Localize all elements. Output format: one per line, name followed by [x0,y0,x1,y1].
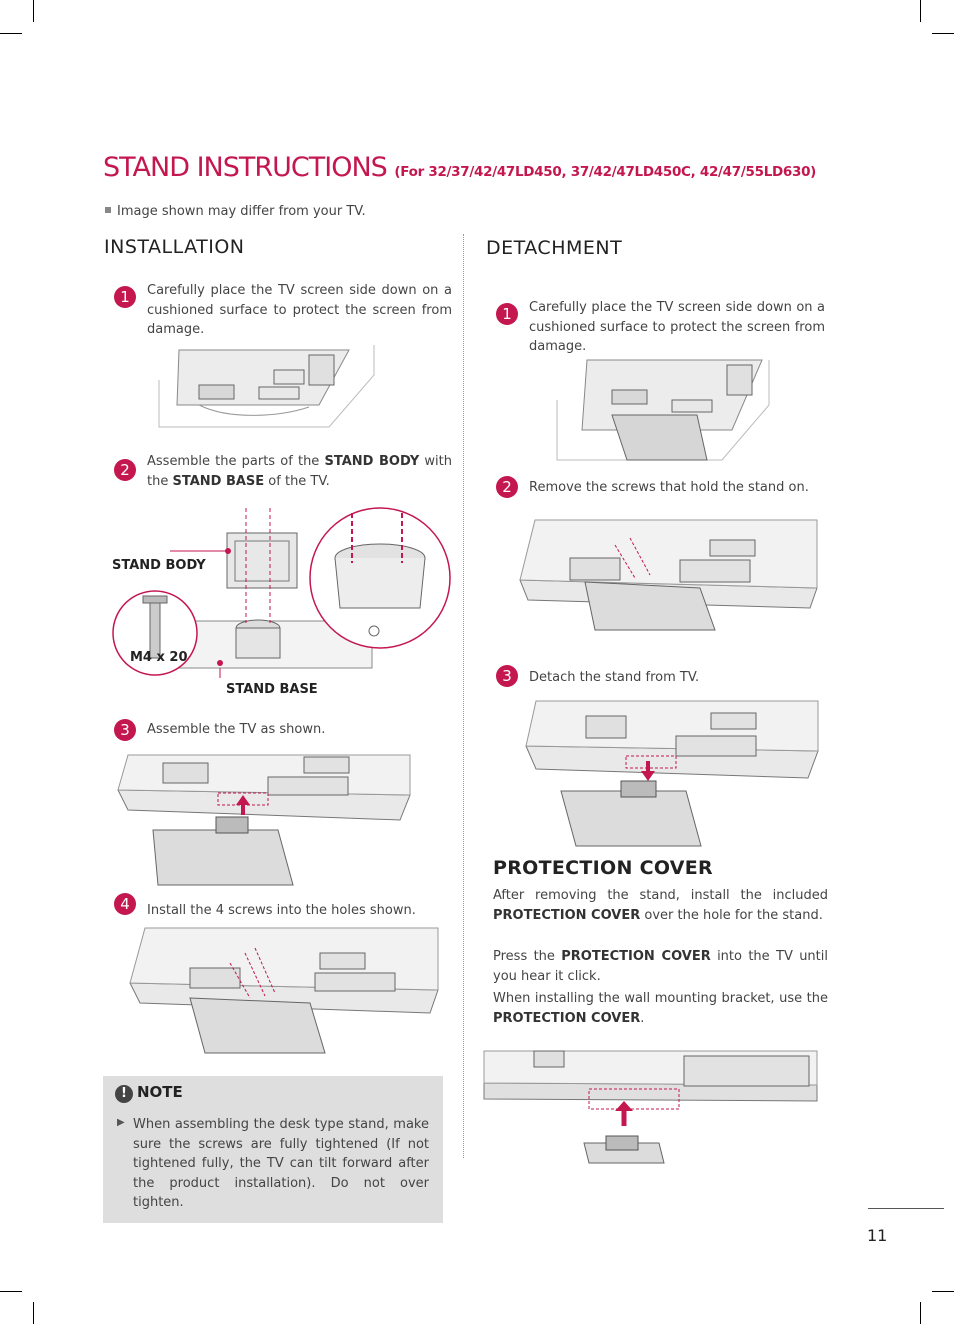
step-number: 3 [114,719,136,741]
crop-mark [932,33,954,34]
title-main: STAND INSTRUCTIONS [103,152,388,183]
protection-cover-p1: After removing the stand, install the in… [493,888,828,923]
protection-cover-heading: PROTECTION COVER [493,857,713,879]
stand-body-label: STAND BODY [112,558,206,573]
crop-mark [0,33,22,34]
screw-label: M4 x 20 [130,650,188,665]
step-number: 2 [114,459,136,481]
crop-mark [33,1302,34,1324]
protection-cover-p3: When installing the wall mounting bracke… [493,991,828,1026]
exclamation-icon: ! [115,1085,133,1103]
tv-detach-stand-illustration [525,700,819,847]
install-step-1-text: Carefully place the TV screen side down … [147,283,452,337]
note-text: When assembling the desk type stand, mak… [133,1117,429,1210]
step-number: 1 [496,303,518,325]
step-number: 4 [114,893,136,915]
crop-mark [932,1291,954,1292]
installation-heading: INSTALLATION [104,236,245,258]
arrow-right-icon: ▶ [117,1117,125,1128]
crop-mark [920,0,921,22]
detachment-heading: DETACHMENT [486,237,623,259]
tv-back-with-stand-illustration [556,359,770,461]
title-models: (For 32/37/42/47LD450, 37/42/47LD450C, 4… [394,164,817,180]
tv-remove-screws-illustration [519,519,818,631]
detach-step-1-text: Carefully place the TV screen side down … [529,300,825,354]
stand-base-label: STAND BASE [226,682,318,697]
crop-mark [0,1291,22,1292]
install-step-4-text: Install the 4 screws into the holes show… [147,903,416,918]
detach-step-2-text: Remove the screws that hold the stand on… [529,480,809,495]
step-number: 2 [496,476,518,498]
step-number: 1 [114,286,136,308]
tv-back-illustration [158,345,375,428]
crop-mark [920,1302,921,1324]
page-number: 11 [867,1226,888,1245]
crop-mark [33,0,34,22]
column-divider [463,234,464,1158]
bullet-square-icon [105,207,111,213]
disclaimer: Image shown may differ from your TV. [105,204,366,219]
note-box: !NOTE ▶ When assembling the desk type st… [103,1076,443,1223]
protection-cover-p2: Press the PROTECTION COVER into the TV u… [493,949,828,984]
tv-screws-illustration [129,927,439,1054]
detach-step-3-text: Detach the stand from TV. [529,670,700,685]
step-number: 3 [496,665,518,687]
footer-rule [868,1208,944,1209]
protection-cover-illustration [483,1050,818,1164]
page-title: STAND INSTRUCTIONS (For 32/37/42/47LD450… [103,152,816,183]
tv-assembly-illustration [117,754,411,886]
note-title: !NOTE [115,1083,183,1103]
install-step-3-text: Assemble the TV as shown. [147,722,326,737]
install-step-2-text: Assemble the parts of the STAND BODY wit… [147,454,452,489]
stand-assembly-illustration [112,507,451,678]
